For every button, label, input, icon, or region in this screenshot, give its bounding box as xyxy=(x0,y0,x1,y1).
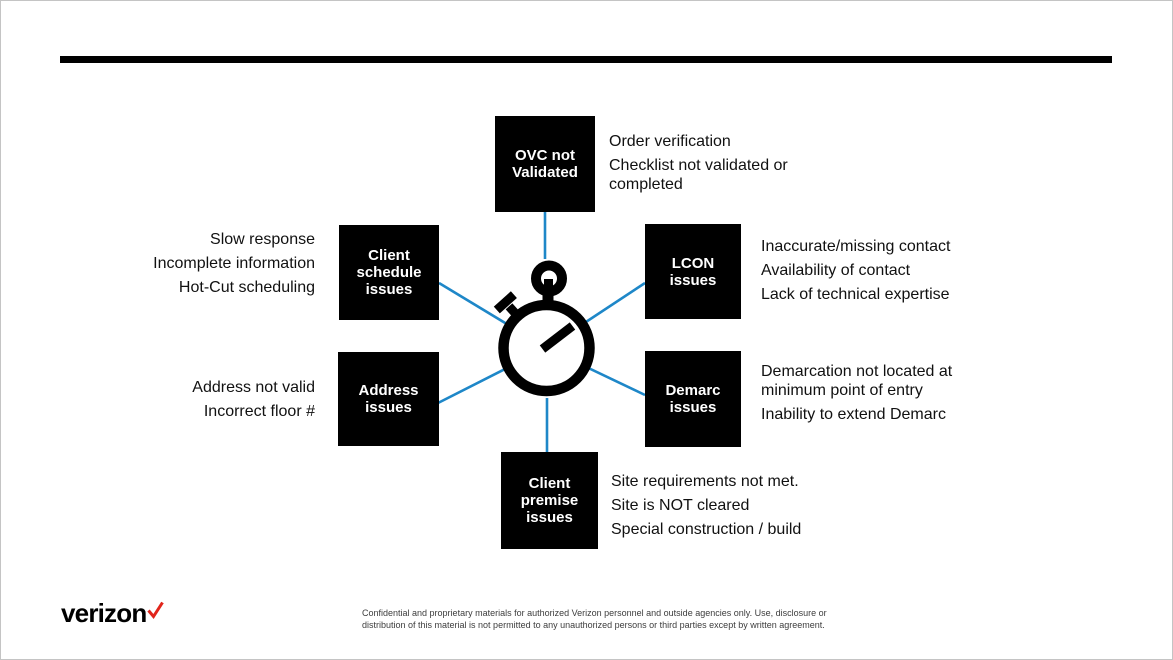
node-label: Demarc issues xyxy=(665,382,721,416)
desc-line: Incorrect floor # xyxy=(203,403,315,420)
verizon-logo: verizon xyxy=(61,598,165,628)
node-address-issues: Address issues xyxy=(338,352,439,446)
node-ovc-not-validated: OVC not Validated xyxy=(495,116,595,212)
desc-line: Address not valid xyxy=(192,379,315,396)
desc-line: Incomplete information xyxy=(153,255,315,272)
verizon-checkmark-icon xyxy=(147,601,165,620)
desc-line: Inaccurate/missing contact xyxy=(761,238,951,255)
desc-address: Address not valid Incorrect floor # xyxy=(192,378,315,426)
node-label: OVC not Validated xyxy=(512,147,578,181)
verizon-logo-text: verizon xyxy=(61,598,147,628)
node-label: Address issues xyxy=(358,382,419,416)
desc-line: Availability of contact xyxy=(761,262,911,279)
node-label: Client schedule issues xyxy=(356,247,422,298)
desc-line: Site is NOT cleared xyxy=(611,497,750,514)
desc-line: Checklist not validated or completed xyxy=(609,157,788,193)
stopwatch-icon xyxy=(493,260,595,397)
desc-line: Lack of technical expertise xyxy=(761,286,950,303)
desc-lcon: Inaccurate/missing contact Availability … xyxy=(761,237,950,309)
desc-ovc: Order verification Checklist not validat… xyxy=(609,132,859,199)
node-client-schedule-issues: Client schedule issues xyxy=(339,225,439,320)
desc-line: Demarcation not located at minimum point… xyxy=(761,363,953,399)
node-client-premise-issues: Client premise issues xyxy=(501,452,598,549)
node-demarc-issues: Demarc issues xyxy=(645,351,741,447)
desc-line: Inability to extend Demarc xyxy=(761,406,946,423)
desc-line: Slow response xyxy=(210,231,315,248)
node-label: LCON issues xyxy=(669,254,717,289)
desc-line: Hot-Cut scheduling xyxy=(178,279,315,296)
node-lcon-issues: LCON issues xyxy=(645,224,741,319)
desc-client-schedule: Slow response Incomplete information Hot… xyxy=(153,230,315,302)
node-label: Client premise issues xyxy=(520,475,579,526)
desc-line: Order verification xyxy=(609,133,731,150)
desc-line: Site requirements not met. xyxy=(611,473,799,490)
confidentiality-notice: Confidential and proprietary materials f… xyxy=(362,608,827,630)
top-divider-bar xyxy=(60,56,1112,63)
desc-demarc: Demarcation not located at minimum point… xyxy=(761,362,991,429)
desc-line: Special construction / build xyxy=(611,521,802,538)
desc-client-premise: Site requirements not met. Site is NOT c… xyxy=(611,472,801,544)
